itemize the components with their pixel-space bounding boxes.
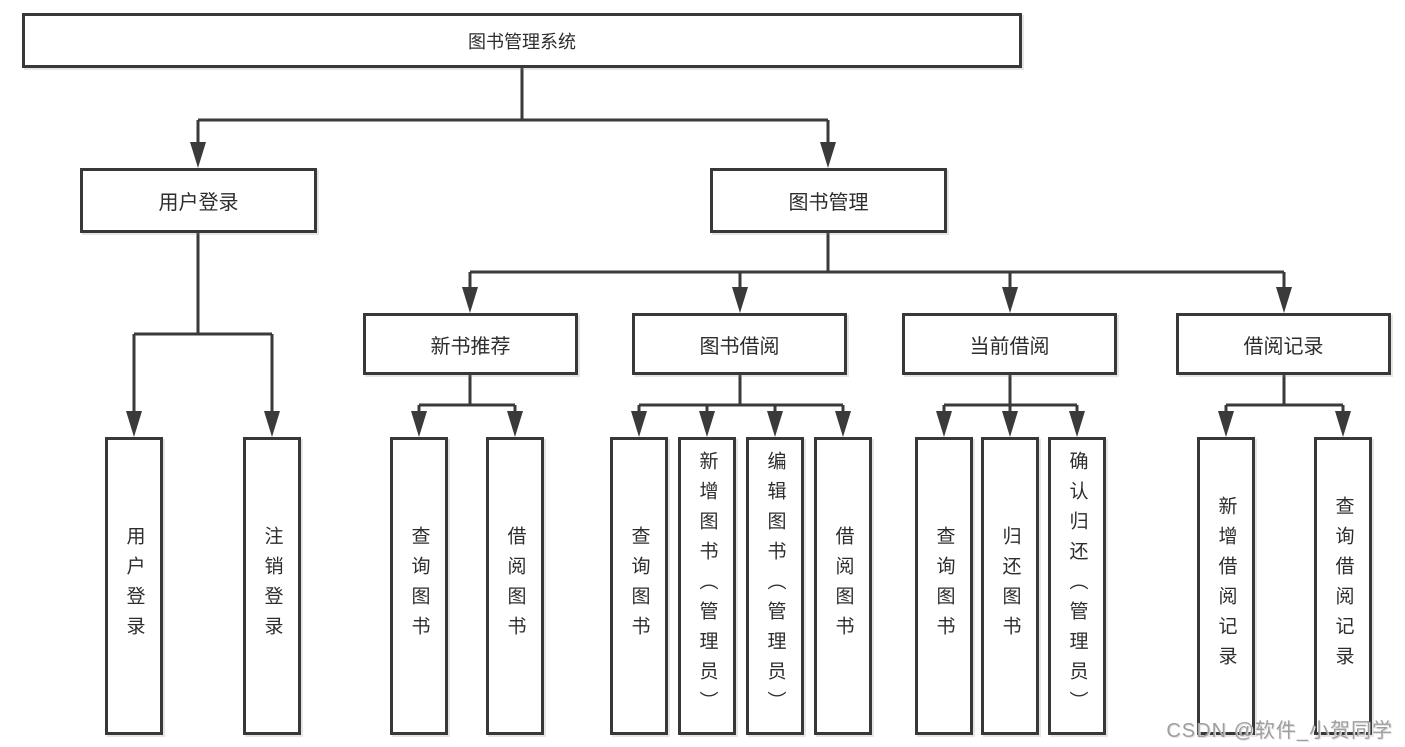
leaf-query-borrow-record-label: 查询借阅记录 xyxy=(1332,496,1354,676)
leaf-user-login: 用户登录 xyxy=(105,437,163,735)
leaf-return-books: 归还图书 xyxy=(981,437,1039,735)
leaf-edit-books-admin: 编辑图书（管理员） xyxy=(746,437,804,735)
connector-user-login xyxy=(132,233,274,417)
leaf-query-books-borrowing: 查询图书 xyxy=(610,437,668,735)
node-borrowing-records: 借阅记录 xyxy=(1176,313,1391,375)
connector-current-borrowing xyxy=(942,375,1079,417)
leaf-query-books-recommend-label: 查询图书 xyxy=(408,526,430,646)
node-current-borrowing: 当前借阅 xyxy=(902,313,1117,375)
leaf-add-borrow-record-label: 新增借阅记录 xyxy=(1215,496,1237,676)
leaf-confirm-return-admin: 确认归还（管理员） xyxy=(1048,437,1106,735)
leaf-add-borrow-record: 新增借阅记录 xyxy=(1197,437,1255,735)
node-book-management: 图书管理 xyxy=(710,168,947,233)
leaf-borrow-books-recommend: 借阅图书 xyxy=(486,437,544,735)
leaf-query-books-current: 查询图书 xyxy=(915,437,973,735)
node-book-borrowing: 图书借阅 xyxy=(632,313,847,375)
csdn-watermark: CSDN @软件_小贺同学 xyxy=(1166,720,1393,742)
leaf-logout: 注销登录 xyxy=(243,437,301,735)
leaf-logout-label: 注销登录 xyxy=(261,526,283,646)
node-root-system: 图书管理系统 xyxy=(22,13,1022,68)
leaf-edit-books-admin-label: 编辑图书（管理员） xyxy=(764,451,786,721)
arrowheads xyxy=(126,142,1351,437)
node-book-management-label: 图书管理 xyxy=(788,192,869,214)
leaf-borrow-books-borrowing: 借阅图书 xyxy=(814,437,872,735)
node-new-book-recommendation-label: 新书推荐 xyxy=(430,335,511,358)
leaf-borrow-books-borrowing-label: 借阅图书 xyxy=(832,526,854,646)
leaf-borrow-books-recommend-label: 借阅图书 xyxy=(504,526,526,646)
leaf-return-books-label: 归还图书 xyxy=(999,526,1021,646)
leaf-query-books-recommend: 查询图书 xyxy=(390,437,448,735)
node-user-login: 用户登录 xyxy=(80,168,317,233)
leaf-add-books-admin-label: 新增图书（管理员） xyxy=(696,451,718,721)
connector-book-borrowing xyxy=(637,375,845,417)
connector-new-book xyxy=(417,375,517,417)
node-current-borrowing-label: 当前借阅 xyxy=(969,335,1050,358)
leaf-query-books-borrowing-label: 查询图书 xyxy=(628,526,650,646)
leaf-query-books-current-label: 查询图书 xyxy=(933,526,955,646)
connector-borrowing-records xyxy=(1224,375,1345,417)
node-borrowing-records-label: 借阅记录 xyxy=(1243,335,1324,358)
node-user-login-label: 用户登录 xyxy=(158,192,239,214)
leaf-add-books-admin: 新增图书（管理员） xyxy=(678,437,736,735)
node-root-label: 图书管理系统 xyxy=(468,31,576,52)
leaf-user-login-label: 用户登录 xyxy=(123,526,145,646)
connector-root xyxy=(196,68,830,148)
leaf-query-borrow-record: 查询借阅记录 xyxy=(1314,437,1372,735)
node-book-borrowing-label: 图书借阅 xyxy=(699,335,780,358)
leaf-confirm-return-admin-label: 确认归还（管理员） xyxy=(1066,451,1088,721)
connector-book-management xyxy=(468,233,1286,293)
node-new-book-recommendation: 新书推荐 xyxy=(363,313,578,375)
